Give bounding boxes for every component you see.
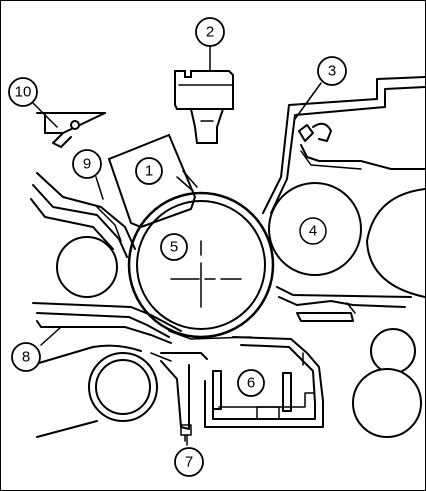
part-10-bracket	[36, 112, 106, 148]
callout-8-text: 8	[22, 349, 30, 366]
left-guide-plates	[30, 172, 136, 258]
callout-9: 9	[72, 149, 102, 179]
part-3-frame	[262, 76, 425, 214]
part-2-block	[174, 70, 234, 144]
leader-lines	[32, 46, 322, 446]
part-8-guide	[32, 302, 252, 344]
callout-2: 2	[195, 17, 225, 47]
part-6-unit	[160, 336, 324, 442]
callout-2-text: 2	[206, 24, 214, 41]
small-roller-lower	[352, 368, 422, 438]
callout-1-text: 1	[145, 163, 153, 180]
callout-10-text: 10	[15, 84, 32, 101]
drum-5	[127, 191, 275, 339]
left-roller	[56, 236, 118, 298]
callout-5: 5	[160, 233, 188, 261]
right-lower-guide	[276, 286, 412, 322]
roller-4	[268, 182, 362, 276]
callout-4: 4	[299, 217, 327, 245]
callout-3: 3	[317, 56, 347, 86]
callout-4-text: 4	[309, 223, 317, 240]
callout-9-text: 9	[83, 156, 91, 173]
callout-5-text: 5	[170, 239, 178, 256]
callout-7-text: 7	[185, 454, 193, 471]
belt-assembly	[36, 344, 172, 438]
callout-6-text: 6	[247, 375, 255, 392]
callout-10: 10	[8, 77, 38, 107]
right-large-roller	[366, 188, 425, 298]
small-roller-upper	[370, 328, 416, 374]
callout-3-text: 3	[328, 63, 336, 80]
callout-8: 8	[11, 342, 41, 372]
callout-7: 7	[174, 447, 204, 477]
callout-1: 1	[135, 157, 163, 185]
callout-6: 6	[237, 369, 265, 397]
